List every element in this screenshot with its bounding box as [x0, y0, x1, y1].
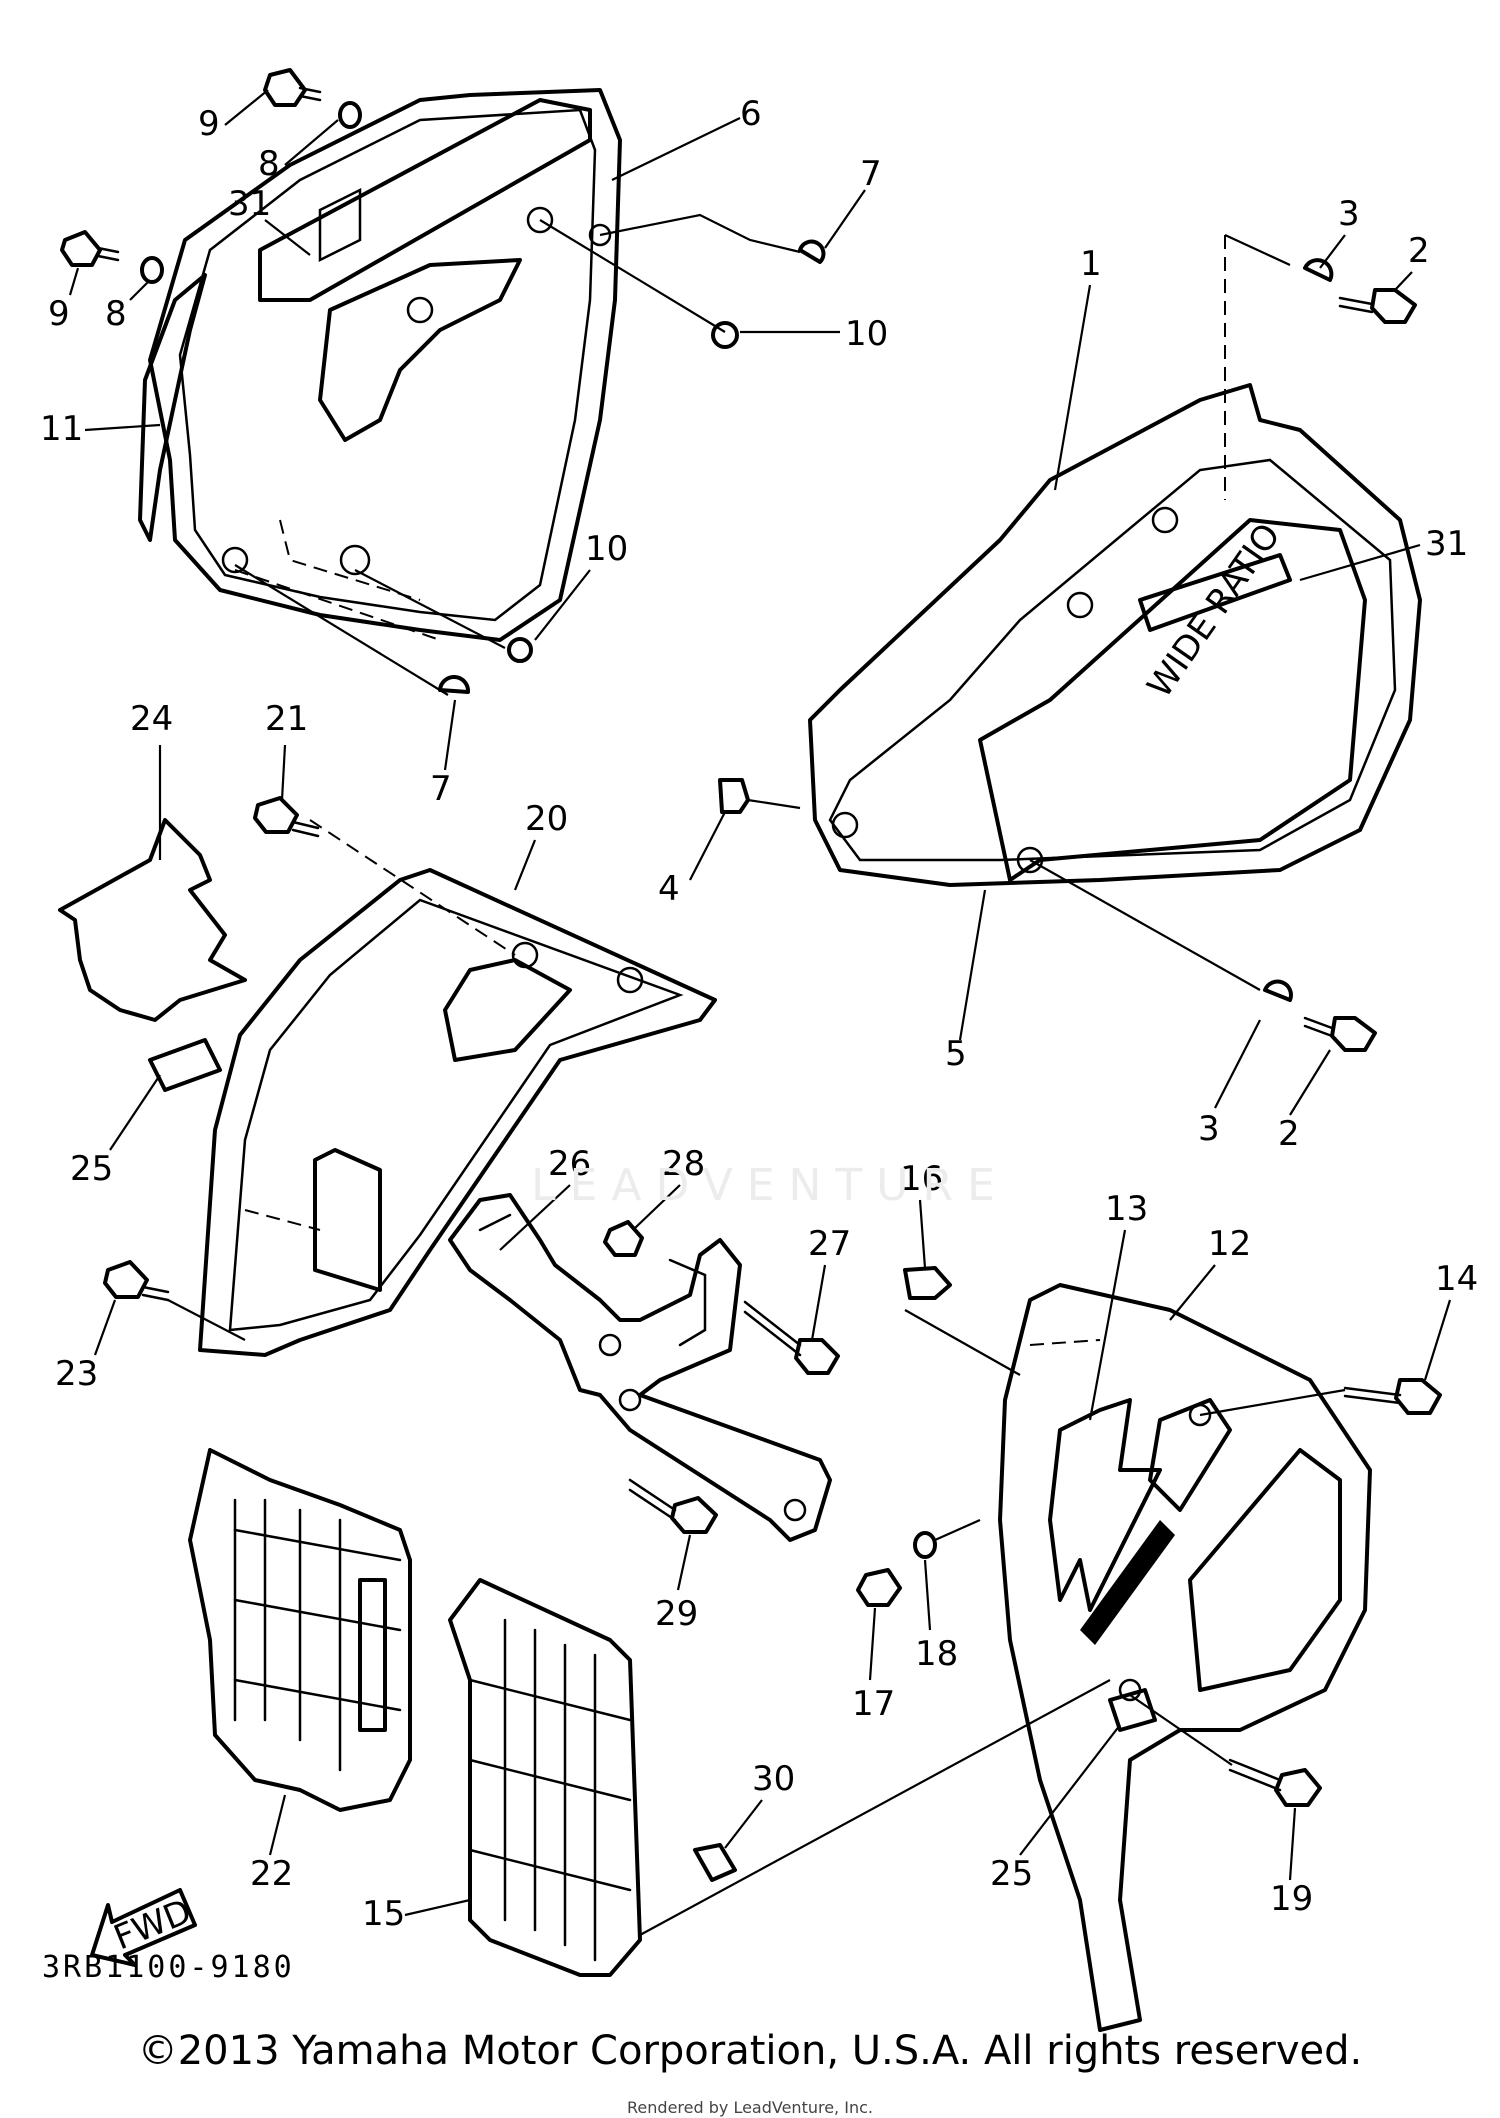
- callout: 28: [662, 1144, 705, 1184]
- decal-wide-ratio: WIDE RATIO: [1140, 516, 1289, 705]
- diagram-code: 3RB1100-9180: [42, 1950, 295, 1985]
- callout: 24: [130, 699, 173, 739]
- callout: 3: [1338, 194, 1360, 234]
- callout: 8: [258, 144, 280, 184]
- callout: 27: [808, 1224, 851, 1264]
- callout: 31: [1425, 524, 1468, 564]
- bolt-group-airbox: [103, 796, 320, 1341]
- callout: 14: [1435, 1259, 1478, 1299]
- callout: 21: [265, 699, 308, 739]
- callout: 9: [198, 104, 220, 144]
- callout: 20: [525, 799, 568, 839]
- callout: 3: [1198, 1109, 1220, 1149]
- callout: 4: [658, 869, 680, 909]
- callout: 12: [1208, 1224, 1251, 1264]
- callout: 19: [1270, 1879, 1313, 1919]
- callout: 10: [585, 529, 628, 569]
- bolt-group-upper-right: [718, 258, 1417, 1052]
- callout: 18: [915, 1634, 958, 1674]
- callout: 23: [55, 1354, 98, 1394]
- copyright-notice: ©2013 Yamaha Motor Corporation, U.S.A. A…: [137, 2028, 1363, 2074]
- callout: 22: [250, 1854, 293, 1894]
- side-cover-left-assembly: [138, 88, 622, 642]
- airbox-cover-assembly: [58, 818, 717, 1357]
- side-cover-right-assembly: WIDE RATIO: [808, 234, 1422, 991]
- callout: 17: [852, 1684, 895, 1724]
- number-plate-assembly: [904, 1283, 1372, 2032]
- callout: 26: [548, 1144, 591, 1184]
- callout: 2: [1278, 1114, 1300, 1154]
- callout: 25: [990, 1854, 1033, 1894]
- radiator-guard-left: [188, 1448, 412, 1812]
- callout: 1: [1080, 244, 1102, 284]
- bolt-group-number-plate: [856, 1266, 1442, 1807]
- rendered-by-text: Rendered by LeadVenture, Inc.: [627, 2098, 873, 2117]
- callout: 2: [1408, 231, 1430, 271]
- callout: 15: [362, 1894, 405, 1934]
- callout: 6: [740, 94, 762, 134]
- callout: 31: [228, 184, 271, 224]
- callout: 25: [70, 1149, 113, 1189]
- callout: 13: [1105, 1189, 1148, 1229]
- callout: 11: [40, 409, 83, 449]
- callout: 16: [900, 1159, 943, 1199]
- bolt-group-upper-left: [60, 68, 826, 696]
- callout: 7: [430, 769, 452, 809]
- callout: 8: [105, 294, 127, 334]
- bracket-assembly: [448, 1193, 840, 1542]
- callout: 29: [655, 1594, 698, 1634]
- callout: 30: [752, 1759, 795, 1799]
- callout-labels: 9 8 31 6 7 9 8 10 11 10 7 3 2 1 31 4 5 3: [40, 89, 1478, 1934]
- watermark-text: LEADVENTURE: [531, 1160, 1009, 1211]
- radiator-guard-right: [448, 1578, 1111, 1977]
- callout: 5: [945, 1034, 967, 1074]
- callout: 10: [845, 314, 888, 354]
- callout: 7: [860, 154, 882, 194]
- callout: 9: [48, 294, 70, 334]
